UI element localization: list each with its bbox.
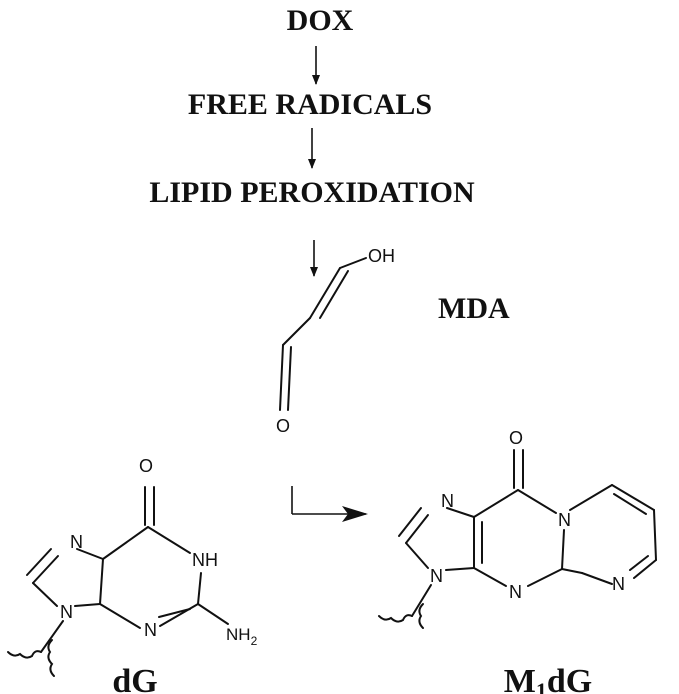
m1dg-o-atom: O [509,428,523,448]
mda-oh-atom: OH [368,246,395,266]
m1dg-label: M1dG [504,663,592,694]
mda-structure: OH O [276,246,395,436]
dg-nh2-atom: NH2 [226,625,258,648]
dg-label: dG [112,663,157,694]
m1dg-n-pyr-atom: N [612,574,625,594]
m1dg-n3-atom: N [509,582,522,602]
m1dg-n-bridge-atom: N [558,510,571,530]
m1dg-n9-atom: N [430,566,443,586]
m1dg-structure: O N N N N N [378,428,657,629]
dg-n3-atom: N [144,620,157,640]
step-lipid-peroxidation: LIPID PEROXIDATION [149,176,475,209]
dg-o-atom: O [139,456,153,476]
dg-n9-atom: N [60,602,73,622]
m1dg-n7-atom: N [441,491,454,511]
mda-label: MDA [438,292,510,325]
mda-o-atom: O [276,416,290,436]
step-dox: DOX [287,4,354,37]
dg-n7-atom: N [70,532,83,552]
dg-nh-atom: NH [192,550,218,570]
dg-structure: O N NH N N NH2 [7,456,258,677]
step-free-radicals: FREE RADICALS [188,88,432,121]
